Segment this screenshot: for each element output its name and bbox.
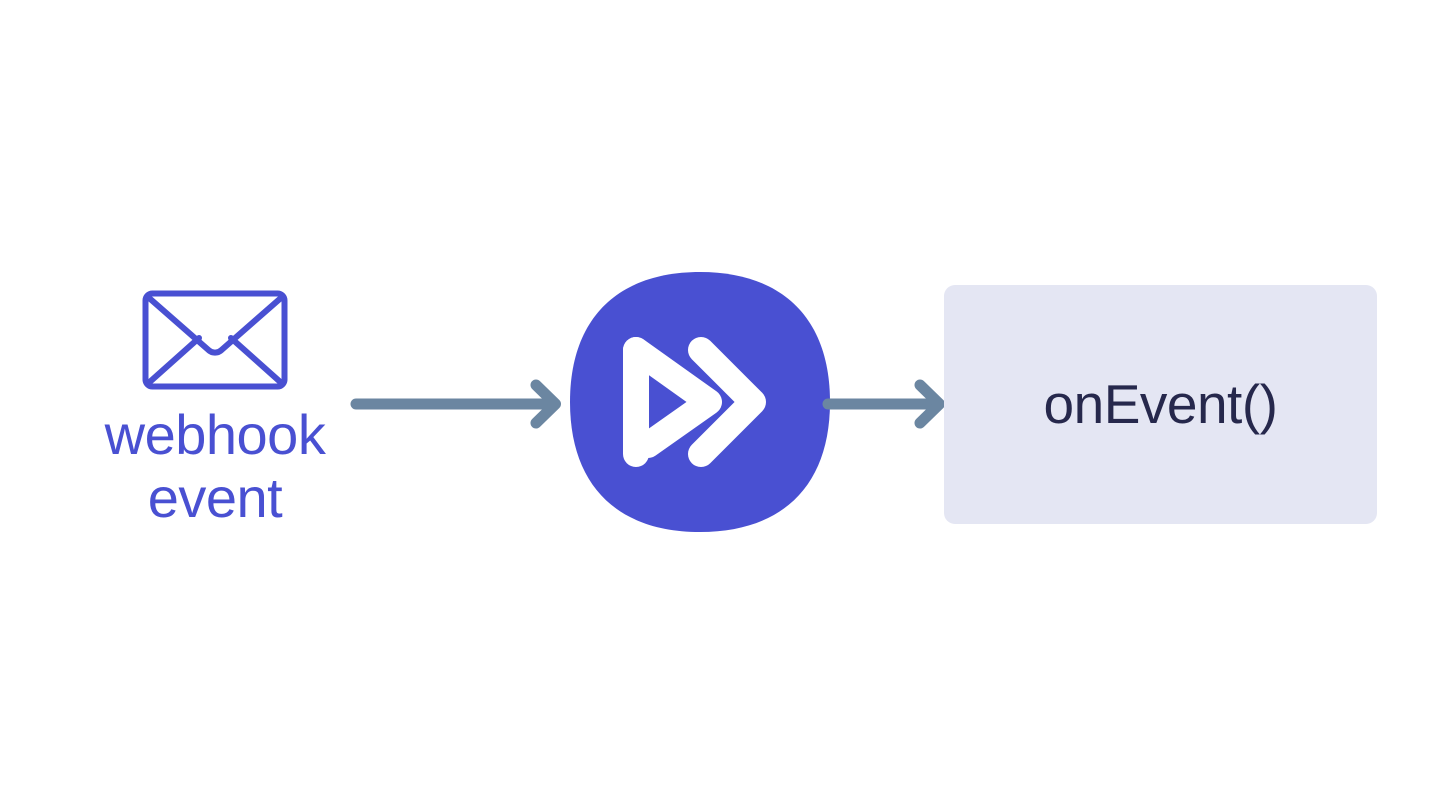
source-node-webhook-event: webhook event <box>60 290 370 529</box>
inngest-logo-node <box>568 270 832 534</box>
handler-node-box: onEvent() <box>944 285 1377 524</box>
handler-node-label: onEvent() <box>1043 373 1278 435</box>
arrow-inngest-to-handler <box>822 378 952 435</box>
envelope-icon <box>142 290 288 390</box>
source-node-label: webhook event <box>104 403 326 529</box>
arrow-source-to-inngest <box>350 378 568 435</box>
logo-fastforward-mark <box>623 337 766 467</box>
